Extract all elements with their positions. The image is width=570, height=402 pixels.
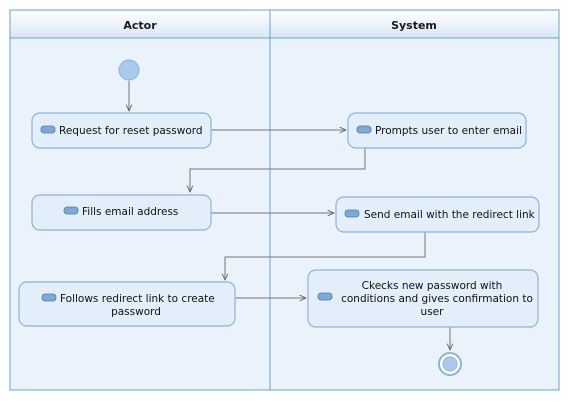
action-icon — [356, 125, 372, 134]
edges — [129, 81, 450, 350]
action-checks-label-1: Ckecks new password with — [362, 280, 503, 292]
action-checks-label-2: conditions and gives confirmation to — [341, 293, 533, 305]
action-follows-link-label-1: Follows redirect link to create — [60, 293, 215, 305]
action-fills-email-label: Fills email address — [82, 206, 178, 218]
action-prompts-email-label: Prompts user to enter email — [375, 125, 522, 137]
edge-send-to-follows — [225, 232, 426, 280]
action-request-reset[interactable]: Request for reset password — [31, 112, 212, 149]
action-send-email-label: Send email with the redirect link — [364, 209, 536, 221]
action-prompts-email[interactable]: Prompts user to enter email — [347, 112, 527, 149]
lane-actor-title: Actor — [123, 19, 157, 32]
action-send-email[interactable]: Send email with the redirect link — [335, 196, 540, 233]
action-icon — [317, 292, 333, 301]
action-checks-password[interactable]: Ckecks new password with conditions and … — [307, 269, 539, 328]
edge-prompts-to-fills — [190, 148, 366, 192]
action-icon — [40, 125, 56, 134]
lane-system-title: System — [391, 19, 437, 32]
action-follows-link[interactable]: Follows redirect link to create password — [18, 281, 236, 327]
action-icon — [344, 209, 360, 218]
action-checks-label-3: user — [421, 306, 445, 318]
action-fills-email[interactable]: Fills email address — [31, 194, 212, 231]
initial-node — [118, 59, 140, 81]
final-node — [438, 352, 462, 376]
action-follows-link-label-2: password — [111, 306, 161, 318]
action-icon — [41, 293, 57, 302]
action-icon — [63, 206, 79, 215]
action-request-reset-label: Request for reset password — [59, 125, 203, 137]
